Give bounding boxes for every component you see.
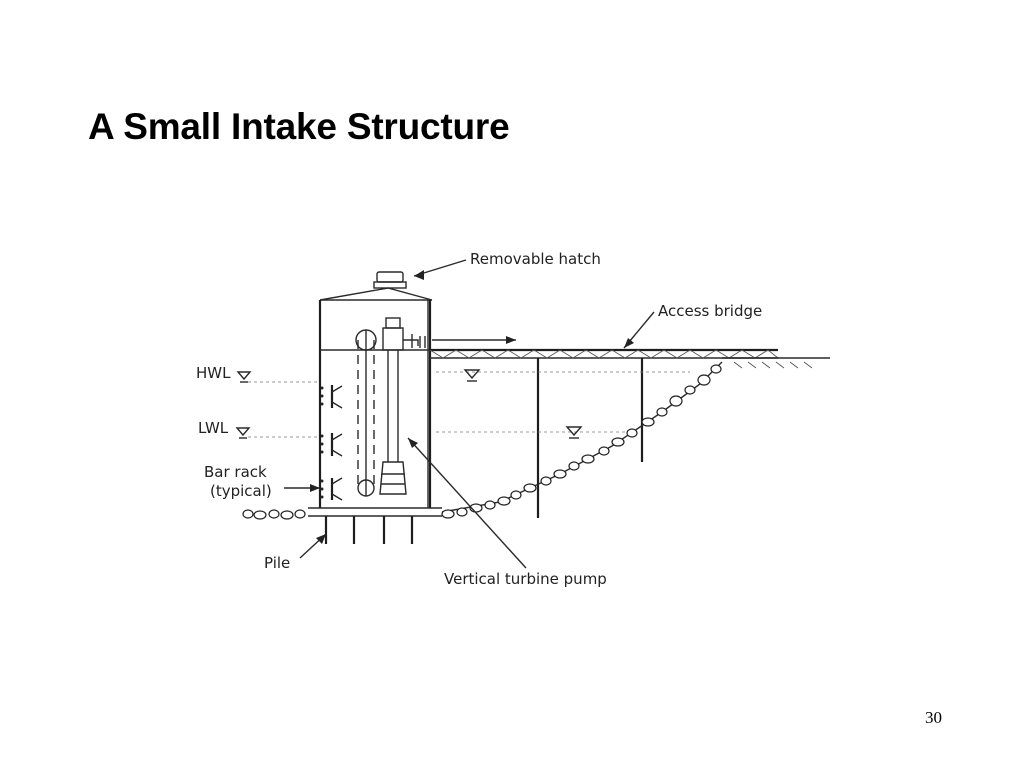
page-number: 30 xyxy=(925,708,942,727)
tower-piles xyxy=(324,516,414,544)
label-lwl: LWL xyxy=(198,419,229,437)
label-bar-rack: Bar rack xyxy=(204,463,267,481)
label-hwl: HWL xyxy=(196,364,231,382)
label-vertical-turbine-pump: Vertical turbine pump xyxy=(444,570,607,588)
discharge-flow-arrow xyxy=(419,336,516,348)
label-access-bridge: Access bridge xyxy=(658,302,762,320)
river-bank-slope xyxy=(441,361,723,513)
intake-roof xyxy=(319,287,433,301)
intake-tower xyxy=(308,300,442,517)
lwl-label-symbol xyxy=(235,427,251,439)
riprap-stones xyxy=(441,364,722,519)
leader-lines xyxy=(284,259,655,569)
bridge-piers xyxy=(536,358,644,518)
lwl-water-symbol xyxy=(565,426,583,439)
label-bar-rack-typical: (typical) xyxy=(210,482,272,500)
label-pile: Pile xyxy=(264,554,290,572)
label-removable-hatch: Removable hatch xyxy=(470,250,601,268)
bar-rack-middle xyxy=(320,433,343,457)
removable-hatch xyxy=(373,271,407,289)
vertical-turbine-pump xyxy=(379,317,419,495)
riverbed-stones xyxy=(242,509,306,520)
bar-rack-top xyxy=(320,385,343,409)
ground-surface xyxy=(722,357,830,369)
traveling-screen xyxy=(355,329,377,497)
slide-title: A Small Intake Structure xyxy=(88,106,510,147)
bar-rack-bottom xyxy=(320,477,343,501)
access-bridge xyxy=(429,348,779,359)
hwl-water-symbol xyxy=(463,369,481,382)
hwl-label-symbol xyxy=(236,371,252,383)
